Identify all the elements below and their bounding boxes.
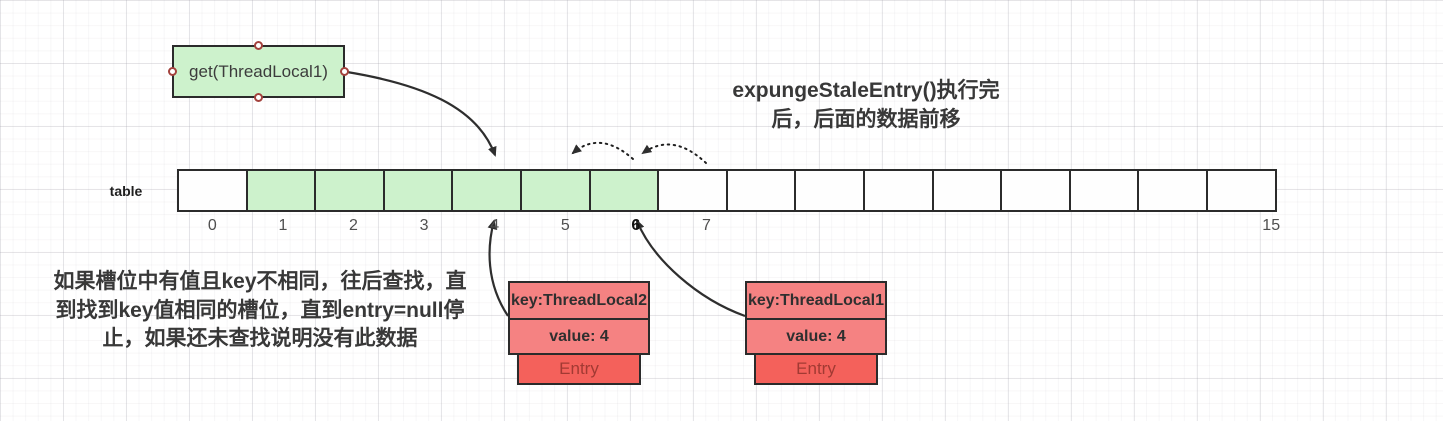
move-arrow-slot7-to-slot6 — [641, 143, 707, 164]
index-label-2: 2 — [349, 217, 358, 234]
table-index-row: 0 1 2 3 4 5 6 7 15 — [177, 217, 1307, 235]
table-cell-15[interactable] — [1205, 169, 1277, 212]
index-label-13 — [1095, 217, 1166, 235]
entry1-key-box: key:ThreadLocal2 — [508, 281, 650, 320]
connection-handle-left[interactable] — [168, 67, 177, 76]
note-line2: 到找到key值相同的槽位，直到entry=null停 — [55, 298, 465, 322]
entry2-to-slot6-arrow — [635, 219, 746, 318]
index-label-7: 7 — [702, 217, 711, 234]
table-cell-0[interactable] — [177, 169, 248, 212]
index-label-8 — [742, 217, 813, 235]
get-threadlocal-box[interactable]: get(ThreadLocal1) — [172, 45, 345, 98]
connection-handle-right[interactable] — [340, 67, 349, 76]
table-cell-8[interactable] — [725, 169, 797, 212]
diagram-title-line1: expungeStaleEntry()执行完 — [732, 79, 1000, 102]
table-label: table — [109, 183, 143, 199]
index-label-3: 3 — [419, 217, 429, 234]
entry2-entry-box: Entry — [754, 353, 878, 385]
index-label-15: 15 — [1262, 217, 1281, 234]
entry2-key-box: key:ThreadLocal1 — [745, 281, 887, 320]
connection-handle-top[interactable] — [254, 41, 263, 50]
index-label-5: 5 — [560, 217, 570, 234]
index-label-11 — [954, 217, 1025, 235]
index-label-10 — [883, 217, 954, 235]
table-cell-2[interactable] — [314, 169, 385, 212]
table-cell-4[interactable] — [451, 169, 522, 212]
table-cell-12[interactable] — [1000, 169, 1071, 212]
get-threadlocal-label: get(ThreadLocal1) — [189, 61, 328, 81]
diagram-title: expungeStaleEntry()执行完 后，后面的数据前移 — [688, 76, 1044, 134]
index-label-6: 6 — [631, 217, 641, 234]
diagram-title-line2: 后，后面的数据前移 — [771, 108, 961, 131]
table-cell-7[interactable] — [657, 169, 728, 212]
entry1-to-slot4-arrow — [487, 219, 509, 317]
connection-handle-bottom[interactable] — [254, 93, 263, 102]
get-to-slot4-arrow — [346, 70, 497, 157]
entry2-value-box: value: 4 — [745, 318, 887, 355]
index-label-14 — [1165, 217, 1236, 235]
index-label-9 — [812, 217, 883, 235]
table-cell-10[interactable] — [862, 169, 934, 212]
table-cell-3[interactable] — [382, 169, 454, 212]
table-cell-1[interactable] — [245, 169, 317, 212]
note-line3: 止，如果还未查找说明没有此数据 — [102, 327, 418, 350]
table-slot-row — [177, 169, 1277, 212]
entry1-value-box: value: 4 — [508, 318, 650, 355]
move-arrow-slot6-to-slot5 — [571, 141, 634, 160]
note-text: 如果槽位中有值且key不相同，往后查找，直 到找到key值相同的槽位，直到ent… — [34, 268, 486, 354]
index-label-4: 4 — [490, 217, 500, 234]
entry-threadlocal1-group[interactable]: key:ThreadLocal1 value: 4 Entry — [745, 281, 887, 385]
note-line1: 如果槽位中有值且key不相同，往后查找，直 — [53, 270, 467, 293]
table-cell-6[interactable] — [588, 169, 660, 212]
entry-threadlocal2-group[interactable]: key:ThreadLocal2 value: 4 Entry — [508, 281, 650, 385]
index-label-1: 1 — [278, 217, 288, 234]
index-label-0: 0 — [207, 217, 217, 234]
entry1-entry-box: Entry — [517, 353, 641, 385]
table-cell-13[interactable] — [1068, 169, 1140, 212]
table-cell-11[interactable] — [931, 169, 1003, 212]
table-cell-5[interactable] — [519, 169, 591, 212]
table-cell-9[interactable] — [794, 169, 865, 212]
index-label-12 — [1024, 217, 1095, 235]
table-cell-14[interactable] — [1137, 169, 1208, 212]
